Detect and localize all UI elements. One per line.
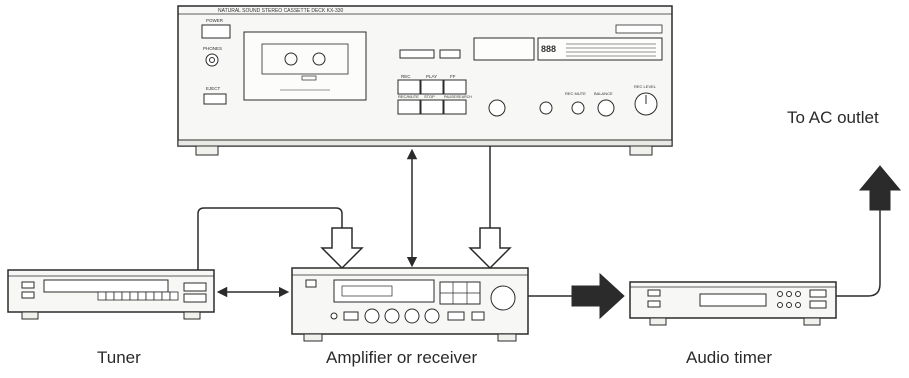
deck-display [473,37,535,61]
amplifier-unit [291,267,529,342]
rec-label: REC [401,74,411,79]
timer-power-button[interactable] [647,289,661,297]
balance-knob[interactable] [597,99,615,117]
treble-knob[interactable] [384,308,400,324]
tape-counter: 888 [541,44,556,54]
tuner-output-cable [197,207,343,270]
eject-label: EJECT [206,86,221,91]
bias-knob[interactable] [539,101,553,115]
tuner-preset-buttons [97,291,179,301]
stop-label: STOP [424,94,435,99]
cassette-deck: NATURAL SOUND STEREO CASSETTE DECK KX-33… [177,5,673,156]
volume-knob[interactable] [490,285,516,311]
pause-label: PAUSE/SEARCH [444,95,472,99]
timer-display [699,293,767,307]
tuner-unit [7,269,215,320]
timer-power-cable [836,210,881,297]
ff-label: FF [450,74,456,79]
transport-buttons: REC PLAY FF REC/MUTE STOP PAUSE/SEARCH [397,74,472,115]
amplifier-label: Amplifier or receiver [326,348,478,367]
amp-power-button[interactable] [305,279,317,288]
amp-to-timer-arrow [571,272,625,320]
rec-mute-label: REC/MUTE [398,94,419,99]
rec-mute-knob[interactable] [571,101,585,115]
deck-knobs: REC MUTE BALANCE REC LEVEL [488,84,658,117]
ac-outlet-label: To AC outlet [787,108,879,127]
tuner-input-arrow [320,227,364,270]
ac-outlet-arrow [858,165,902,211]
loudness-knob[interactable] [424,308,440,324]
deck-header-text: NATURAL SOUND STEREO CASSETTE DECK KX-33… [218,8,344,14]
ff-button[interactable] [443,79,467,95]
play-label: PLAY [426,74,437,79]
deck-input-arrow [468,227,512,270]
cassette-door[interactable] [243,31,367,101]
tuner-band-button[interactable] [21,291,35,299]
rec-level-label: REC LEVEL [634,84,657,89]
tuner-display [43,279,169,293]
audio-timer-label: Audio timer [686,348,772,367]
phones-jack[interactable] [205,53,219,67]
timer-buttons [777,291,801,308]
phones-label: PHONES [203,46,222,51]
play-button[interactable] [420,79,444,95]
power-button[interactable] [201,24,231,39]
rec-mute-knob-label: REC MUTE [565,91,586,96]
power-label: POWER [206,18,224,23]
tuner-power-button[interactable] [21,281,35,289]
audio-timer-unit [629,281,837,326]
rec-mute-button[interactable] [397,99,421,115]
bass-knob[interactable] [364,308,380,324]
dolby-knob[interactable] [488,99,506,117]
tuner-label: Tuner [97,348,141,367]
eject-button[interactable] [203,93,227,105]
balance-label: BALANCE [594,91,613,96]
rec-button[interactable] [397,79,421,95]
balance-amp-knob[interactable] [404,308,420,324]
stop-button[interactable] [420,99,444,115]
pause-button[interactable] [443,99,467,115]
amp-display [333,279,435,303]
